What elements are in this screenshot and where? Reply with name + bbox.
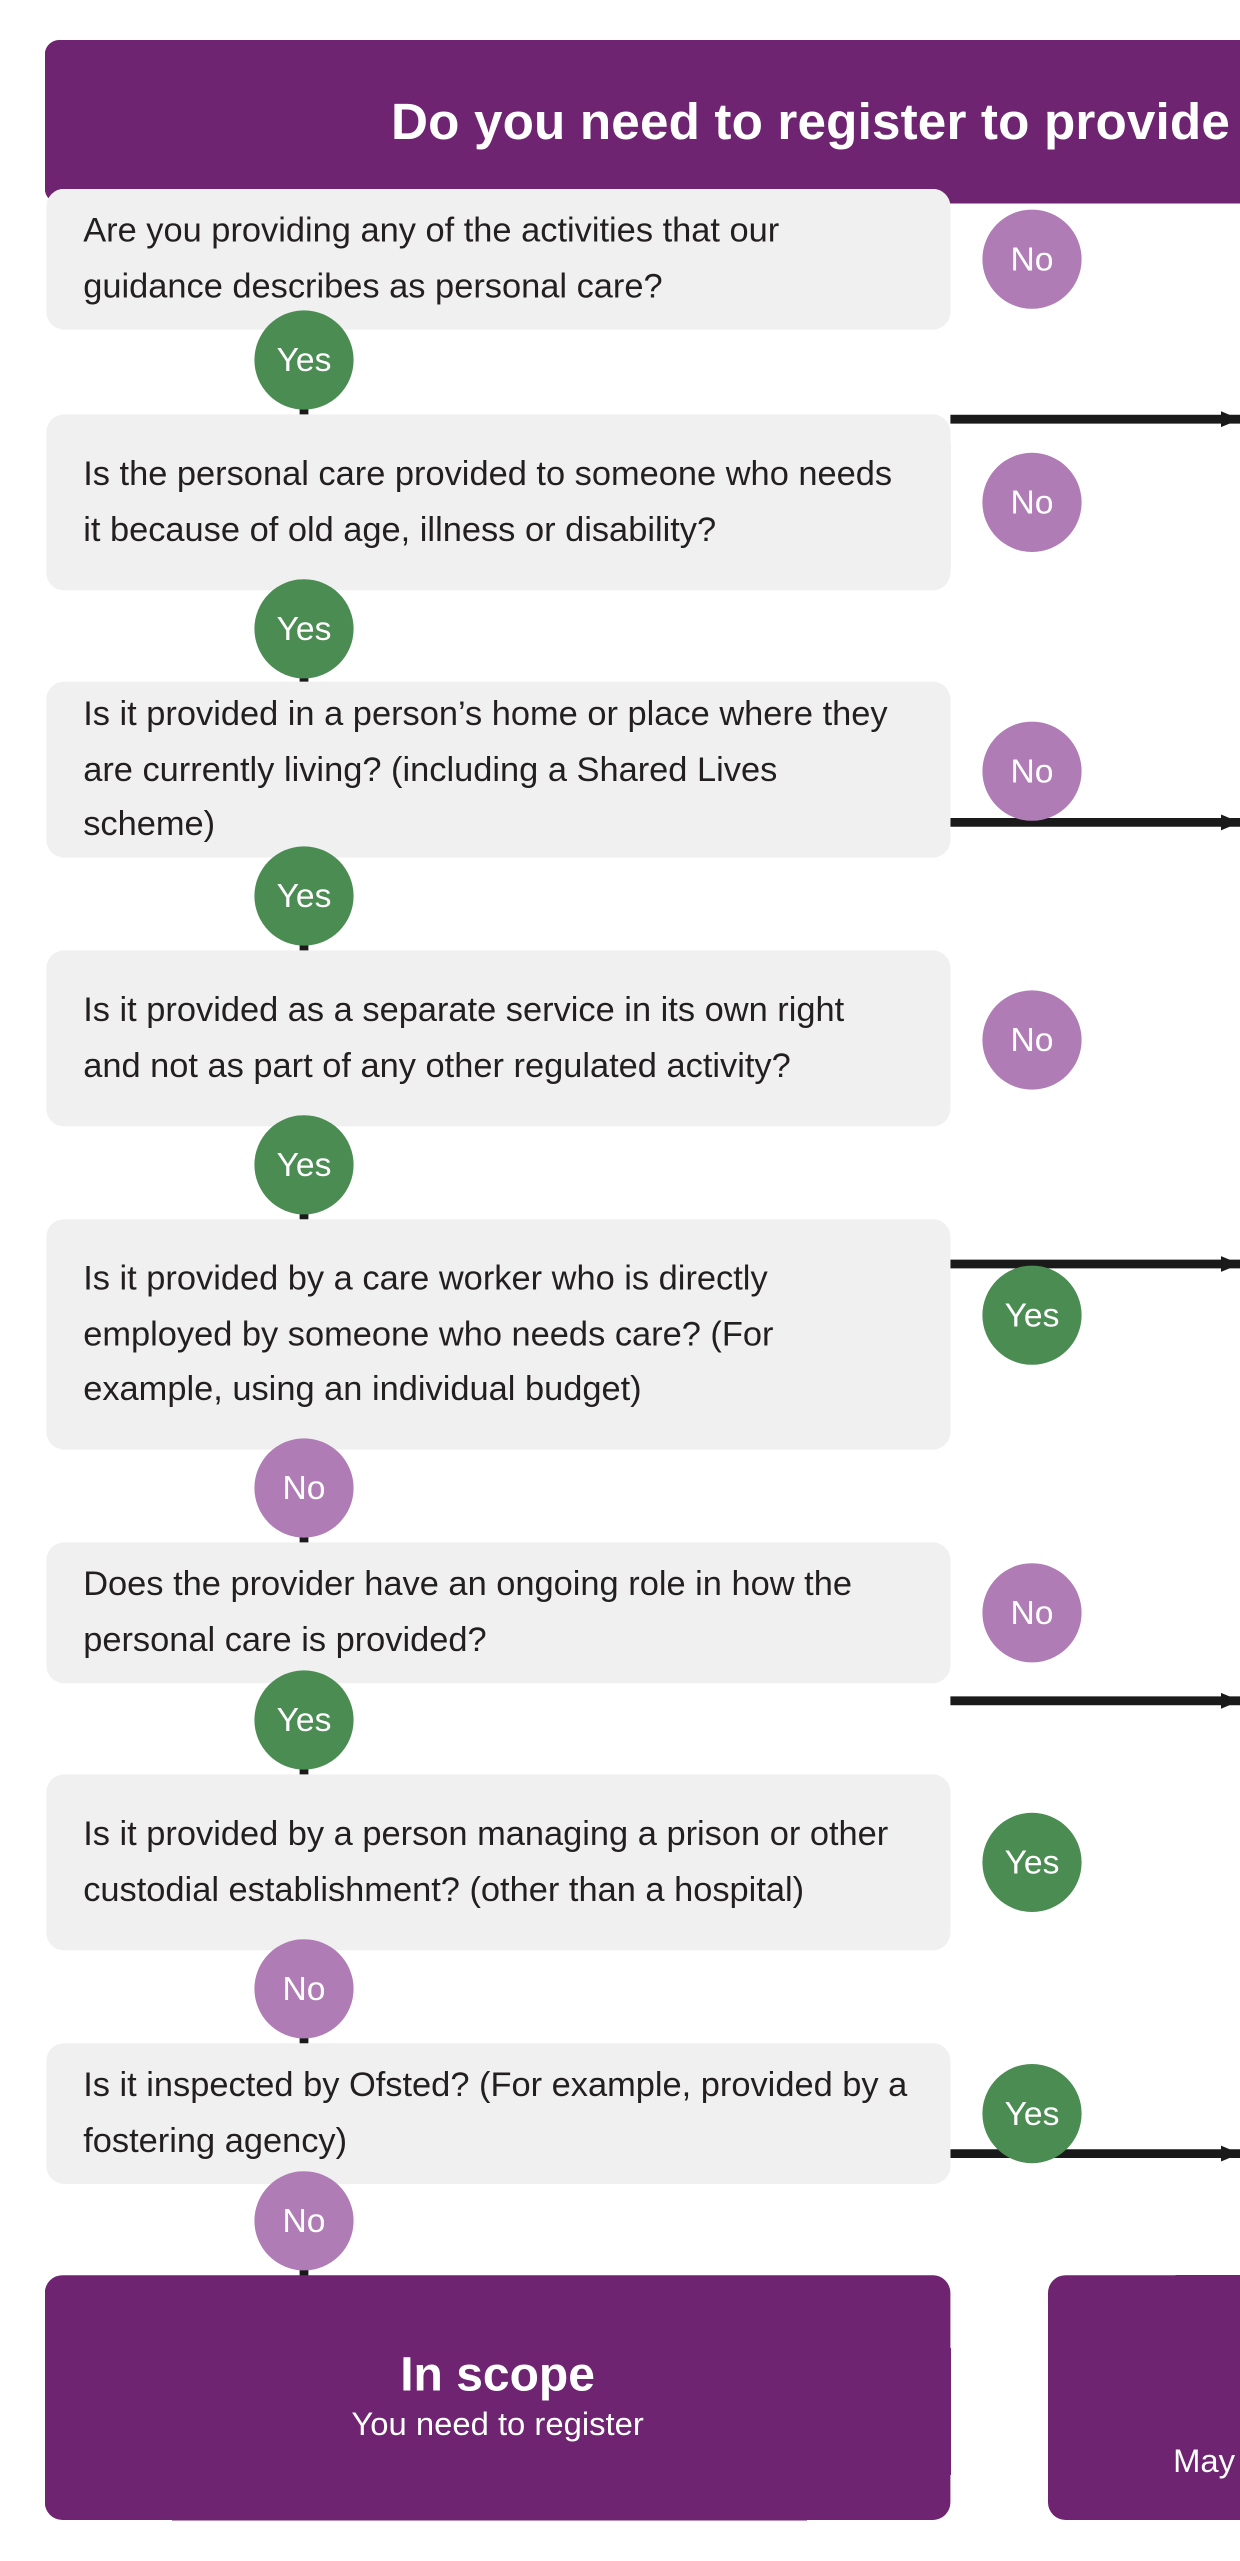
question-text-q4: Is it provided as a separate service in … — [83, 990, 845, 1085]
branch-badge-q5-side[interactable]: Yes — [982, 1265, 1082, 1365]
branch-badge-label: Yes — [1004, 1844, 1060, 1881]
branch-badge-q7-down[interactable]: No — [254, 1939, 354, 2039]
branch-badge-label: No — [1010, 1594, 1054, 1632]
page-title: Do you need to register to provide Perso… — [391, 92, 1240, 151]
branch-badge-q8-down[interactable]: No — [254, 2171, 354, 2271]
question-text-q8: Is it inspected by Ofsted? (For example,… — [83, 2065, 908, 2160]
branch-badge-q5-down[interactable]: No — [254, 1438, 354, 1538]
branch-badge-q2-down[interactable]: Yes — [254, 579, 354, 679]
branch-badge-label: Yes — [276, 877, 332, 915]
branch-badge-q4-side[interactable]: No — [982, 990, 1082, 1090]
branch-badge-q6-down[interactable]: Yes — [254, 1670, 354, 1770]
question-box-q8[interactable]: Is it inspected by Ofsted? (For example,… — [46, 2043, 951, 2184]
outcome-title-in-scope: In scope — [400, 2348, 595, 2402]
branch-badge-q1-down[interactable]: Yes — [254, 310, 354, 410]
branch-badge-q7-side[interactable]: Yes — [982, 1812, 1082, 1912]
branch-badge-q6-side[interactable]: No — [982, 1563, 1082, 1663]
question-box-q7[interactable]: Is it provided by a person managing a pr… — [46, 1774, 951, 1951]
question-text-q3: Is it provided in a person’s home or pla… — [83, 694, 888, 844]
branch-badge-label: Yes — [1004, 2095, 1060, 2132]
branch-badge-label: No — [1010, 1021, 1054, 1059]
branch-badge-label: No — [1010, 484, 1054, 521]
chart-header: Do you need to register to provide Perso… — [44, 40, 1240, 204]
branch-badge-label: Yes — [1004, 1296, 1060, 1334]
branch-badge-label: No — [1010, 240, 1054, 278]
question-text-q5: Is it provided by a care worker who is d… — [83, 1258, 774, 1409]
branch-badge-label: Yes — [276, 1146, 332, 1184]
branch-badge-label: No — [282, 2202, 326, 2240]
question-text-q7: Is it provided by a person managing a pr… — [83, 1814, 889, 1909]
question-text-q1: Are you providing any of the activities … — [83, 211, 780, 306]
question-box-q6[interactable]: Does the provider have an ongoing role i… — [46, 1542, 951, 1684]
outcome-box-in-scope[interactable]: In scope You need to register — [44, 2275, 951, 2520]
branch-badge-q4-down[interactable]: Yes — [254, 1115, 354, 1215]
outcome-subtitle2-out-of-scope: May be in scope for another regulated ac… — [1173, 2443, 1240, 2480]
branch-badge-label: Yes — [276, 610, 332, 648]
branch-badge-q3-side[interactable]: No — [982, 721, 1082, 821]
question-text-q2: Is the personal care provided to someone… — [83, 454, 893, 549]
branch-badge-label: No — [1010, 752, 1054, 790]
branch-badge-label: No — [282, 1970, 326, 2008]
branch-badge-q8-side[interactable]: Yes — [982, 2064, 1082, 2164]
question-box-q3[interactable]: Is it provided in a person’s home or pla… — [46, 681, 951, 858]
branch-badge-q2-side[interactable]: No — [982, 452, 1082, 552]
question-box-q5[interactable]: Is it provided by a care worker who is d… — [46, 1219, 951, 1450]
outcome-subtitle-in-scope: You need to register — [351, 2406, 644, 2444]
branch-badge-label: Yes — [276, 1701, 332, 1739]
question-box-q4[interactable]: Is it provided as a separate service in … — [46, 950, 951, 1127]
branch-badge-q1-side[interactable]: No — [982, 209, 1082, 309]
question-box-q2[interactable]: Is the personal care provided to someone… — [46, 414, 951, 591]
branch-badge-label: Yes — [276, 341, 332, 379]
question-text-q6: Does the provider have an ongoing role i… — [83, 1565, 852, 1660]
branch-badge-q3-down[interactable]: Yes — [254, 846, 354, 946]
question-box-q1[interactable]: Are you providing any of the activities … — [46, 188, 951, 330]
outcome-box-out-of-scope[interactable]: Out of scope for this regulated activity… — [1048, 2275, 1240, 2520]
branch-badge-label: No — [282, 1469, 326, 1507]
